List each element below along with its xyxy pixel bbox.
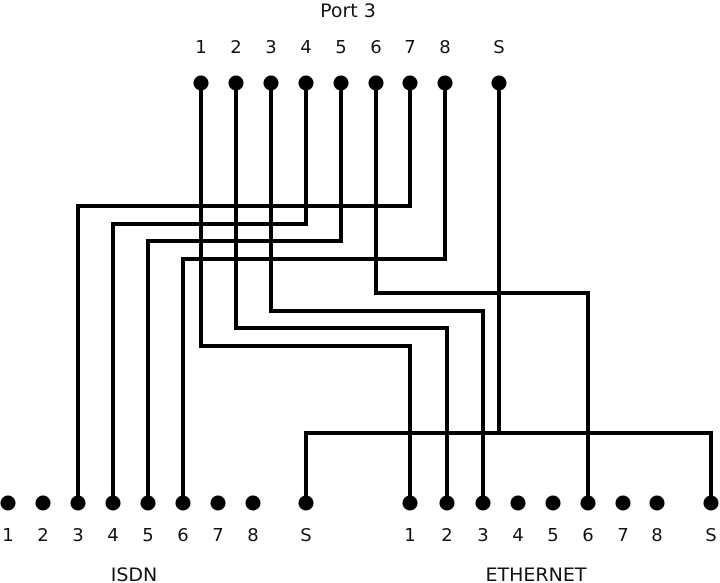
port3-pin-label-7: 7: [404, 37, 415, 58]
port3-pin-2: [228, 75, 244, 91]
isdn-pin-label-2: 2: [37, 525, 48, 546]
ethernet-title: ETHERNET: [486, 564, 587, 583]
pins: [0, 75, 719, 511]
wire-port3-2-to-ethernet-2: [234, 81, 449, 505]
isdn-pin-2: [35, 495, 51, 511]
ethernet-pin-5: [545, 495, 561, 511]
wires: [76, 81, 713, 505]
port3-pin-6: [368, 75, 384, 91]
port3-pin-S: [491, 75, 507, 91]
port3-pin-label-8: 8: [439, 37, 450, 58]
port3-pin-3: [263, 75, 279, 91]
port3-pin-label-5: 5: [335, 37, 346, 58]
isdn-pin-4: [105, 495, 121, 511]
ethernet-pin-label-S: S: [705, 525, 716, 546]
wire-port3-8-to-isdn-6: [181, 81, 447, 505]
port3-title: Port 3: [320, 0, 376, 22]
ethernet-pin-label-5: 5: [547, 525, 558, 546]
port3-pin-8: [437, 75, 453, 91]
isdn-title: ISDN: [111, 564, 158, 583]
ethernet-pin-label-3: 3: [477, 525, 488, 546]
ethernet-pin-4: [510, 495, 526, 511]
port3-pin-5: [333, 75, 349, 91]
wire-port3-3-to-ethernet-3: [269, 81, 485, 505]
port3-pin-label-1: 1: [195, 37, 206, 58]
isdn-pin-label-S: S: [300, 525, 311, 546]
ethernet-pin-3: [475, 495, 491, 511]
ethernet-pin-label-1: 1: [404, 525, 415, 546]
port3-pin-4: [298, 75, 314, 91]
port3-pin-label-6: 6: [370, 37, 381, 58]
ethernet-pin-2: [439, 495, 455, 511]
ethernet-pin-label-7: 7: [617, 525, 628, 546]
isdn-pin-3: [70, 495, 86, 511]
isdn-pin-S: [298, 495, 314, 511]
isdn-pin-5: [140, 495, 156, 511]
isdn-pin-7: [210, 495, 226, 511]
isdn-pin-label-4: 4: [107, 525, 118, 546]
wire-port3-4-to-isdn-4: [111, 81, 308, 505]
ethernet-pin-S: [703, 495, 719, 511]
isdn-pin-6: [175, 495, 191, 511]
isdn-pin-label-7: 7: [212, 525, 223, 546]
port3-pin-7: [402, 75, 418, 91]
isdn-pin-label-8: 8: [247, 525, 258, 546]
port3-pin-1: [193, 75, 209, 91]
ethernet-pin-label-4: 4: [512, 525, 523, 546]
ethernet-pin-8: [649, 495, 665, 511]
port3-pin-label-3: 3: [265, 37, 276, 58]
wire-port3-S-to-ethernet-S: [497, 81, 713, 505]
port3-pin-label-4: 4: [300, 37, 311, 58]
ethernet-pin-6: [580, 495, 596, 511]
port3-pin-label-S: S: [493, 37, 504, 58]
ethernet-pin-7: [615, 495, 631, 511]
ethernet-pin-label-6: 6: [582, 525, 593, 546]
isdn-pin-label-1: 1: [2, 525, 13, 546]
wire-port3-6-to-ethernet-6: [374, 81, 590, 505]
ethernet-pin-label-8: 8: [651, 525, 662, 546]
wire-port3-7-to-isdn-3: [76, 81, 412, 505]
isdn-pin-label-3: 3: [72, 525, 83, 546]
wire-port3-5-to-isdn-5: [146, 81, 343, 505]
isdn-pin-label-5: 5: [142, 525, 153, 546]
ethernet-pin-1: [402, 495, 418, 511]
isdn-pin-1: [0, 495, 16, 511]
isdn-pin-8: [245, 495, 261, 511]
port3-pin-label-2: 2: [230, 37, 241, 58]
wire-port3-1-to-ethernet-1: [199, 81, 412, 505]
ethernet-pin-label-2: 2: [441, 525, 452, 546]
isdn-pin-label-6: 6: [177, 525, 188, 546]
